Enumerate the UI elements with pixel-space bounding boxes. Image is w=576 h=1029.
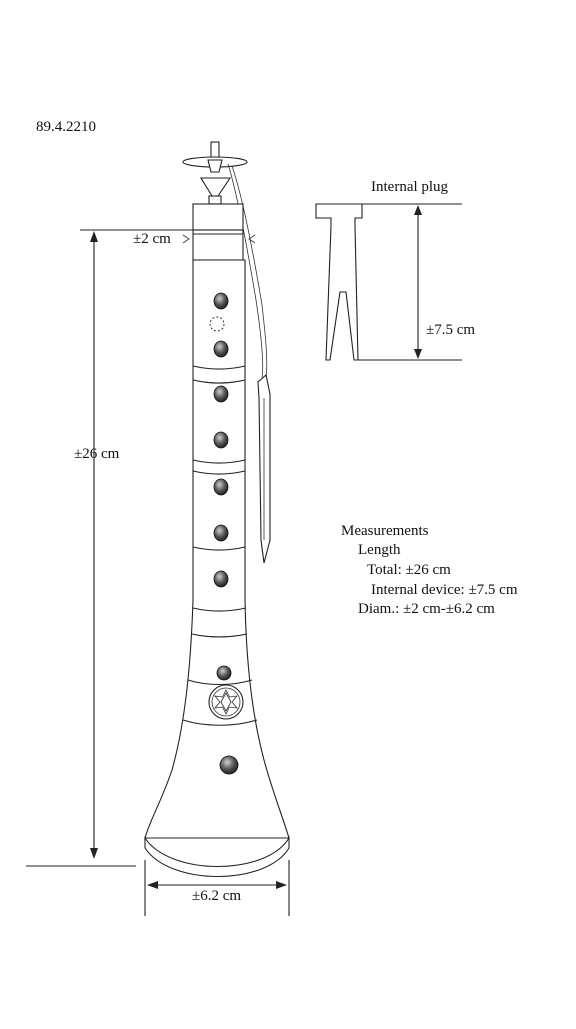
length-dimension xyxy=(26,229,193,867)
internal-plug-drawing xyxy=(315,203,462,361)
finger-hole xyxy=(213,570,229,588)
finger-hole xyxy=(213,431,229,449)
catalog-number: 89.4.2210 xyxy=(36,119,96,135)
reed-strip xyxy=(257,373,271,564)
bell-hole xyxy=(219,755,239,775)
length-label: Length xyxy=(358,542,401,558)
finger-hole xyxy=(213,478,229,496)
total-length-text: Total: ±26 cm xyxy=(367,562,451,578)
top-diameter-label: ±2 cm xyxy=(133,231,171,247)
star-ornament xyxy=(208,684,244,720)
internal-plug-label: Internal plug xyxy=(371,179,449,195)
finger-hole xyxy=(213,292,229,310)
back-hole xyxy=(209,316,225,332)
total-length-label: ±26 cm xyxy=(74,446,120,462)
bottom-diameter-dimension xyxy=(144,860,290,916)
mouthpiece xyxy=(182,141,268,381)
measurements-heading: Measurements xyxy=(341,523,429,539)
finger-hole xyxy=(213,385,229,403)
finger-hole xyxy=(216,665,232,681)
diameter-text: Diam.: ±2 cm-±6.2 cm xyxy=(358,601,495,617)
top-diameter-markers xyxy=(182,234,256,244)
bottom-diameter-label: ±6.2 cm xyxy=(192,888,242,904)
instrument-body xyxy=(144,203,290,878)
internal-device-text: Internal device: ±7.5 cm xyxy=(371,582,518,598)
finger-hole xyxy=(213,340,229,358)
finger-hole xyxy=(213,524,229,542)
plug-length-label: ±7.5 cm xyxy=(426,322,476,338)
